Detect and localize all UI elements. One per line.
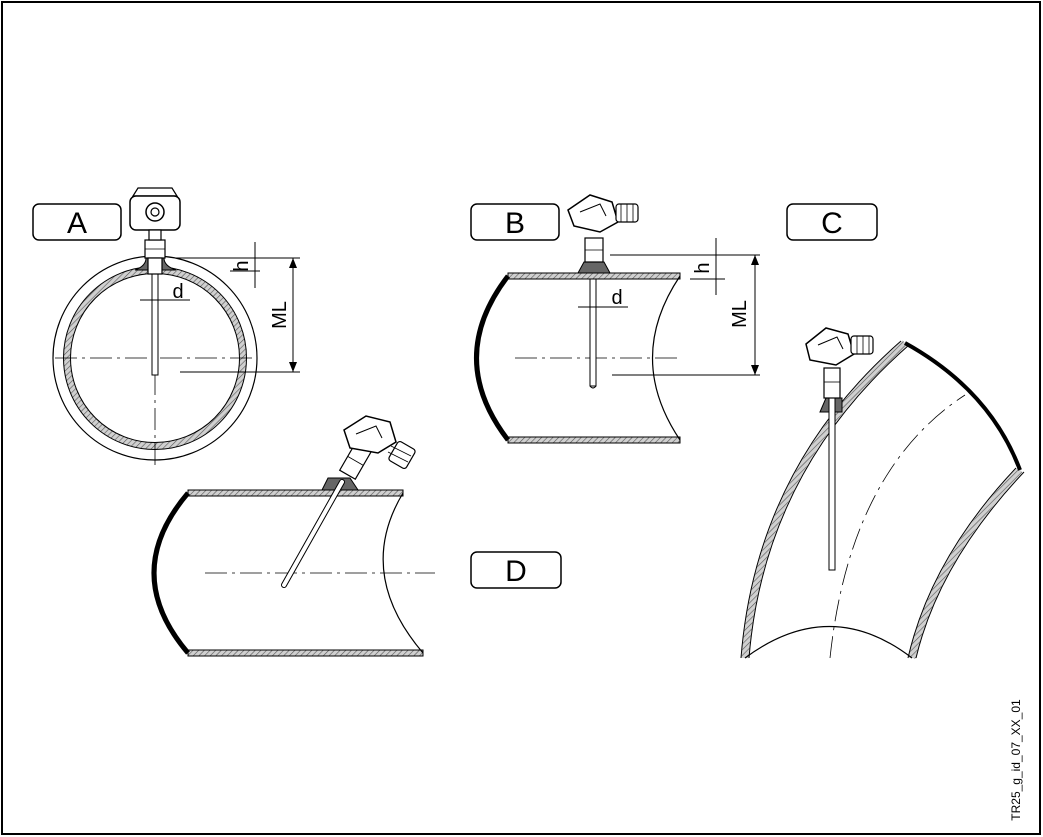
panel-c: C xyxy=(740,203,1025,659)
dimension-h-a: h xyxy=(231,260,253,271)
drawing-code: TR25_g_id_07_XX_01 xyxy=(1009,699,1023,821)
panel-a-label-box xyxy=(32,203,122,241)
dimension-d-b: d xyxy=(611,287,622,309)
probe-a xyxy=(151,261,159,376)
probe-b xyxy=(589,278,597,387)
panel-c-label-box xyxy=(786,203,878,241)
panel-d-label-box xyxy=(470,551,562,589)
dimension-ml-b: ML xyxy=(729,300,751,328)
dimension-h-b: h xyxy=(692,262,714,273)
panel-c-label: C xyxy=(821,207,843,240)
panel-b-label-box xyxy=(470,203,560,241)
terminal-head-d xyxy=(343,415,416,470)
terminal-head-b xyxy=(567,194,639,233)
panel-b: B h ML d xyxy=(470,194,760,444)
pipe-d-left-end xyxy=(151,491,190,655)
probe-c xyxy=(828,397,836,571)
pipe-c-inner-wall xyxy=(741,340,908,659)
panel-a-label: A xyxy=(67,207,87,240)
panel-a: A h ML xyxy=(32,187,300,465)
pipe-b-left-end xyxy=(474,274,510,442)
dimension-d-a: d xyxy=(172,281,183,303)
pipe-c-outer-wall xyxy=(908,467,1023,659)
panel-b-label: B xyxy=(505,207,525,240)
dimension-ml-a: ML xyxy=(269,301,291,329)
terminal-head-c xyxy=(805,327,874,366)
panel-d-label: D xyxy=(505,555,527,588)
terminal-head-a xyxy=(129,187,181,241)
panel-d: D xyxy=(151,415,562,657)
